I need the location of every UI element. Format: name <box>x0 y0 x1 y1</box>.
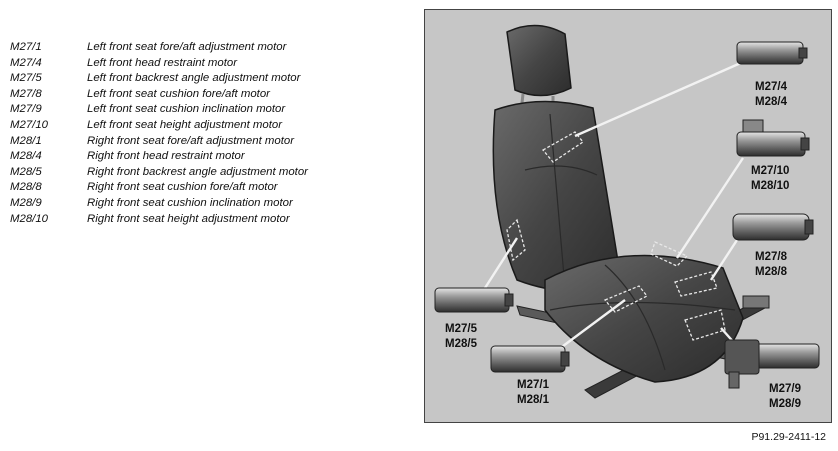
callout-line: M27/10 <box>751 165 790 177</box>
legend-desc: Right front seat cushion inclination mot… <box>87 196 293 209</box>
head-restraint <box>506 24 572 97</box>
legend-desc: Left front seat fore/aft adjustment moto… <box>87 41 287 53</box>
legend-desc: Left front seat cushion inclination moto… <box>87 103 286 116</box>
callout-line: M28/4 <box>755 96 787 108</box>
motor-locations <box>506 131 726 341</box>
legend-row: M28/10 Right front seat height adjustment… <box>10 212 308 228</box>
motor-cushion-fore-aft-icon <box>732 213 814 241</box>
callout-line: M27/8 <box>755 251 787 263</box>
motor-seat-fore-aft-icon <box>490 345 570 373</box>
motor-legend: M27/1 Left front seat fore/aft adjustment… <box>10 40 308 227</box>
legend-desc: Left front head restraint motor <box>87 56 238 69</box>
legend-code: M27/4 <box>10 56 42 69</box>
motor-backrest-angle-icon <box>434 287 514 313</box>
legend-desc: Right front seat cushion fore/aft motor <box>87 181 278 194</box>
legend-desc: Left front seat height adjustment motor <box>87 118 283 131</box>
callout-line: M28/10 <box>751 180 790 192</box>
legend-row: M27/1 Left front seat fore/aft adjustment… <box>10 40 308 56</box>
legend-code: M28/1 <box>10 134 42 147</box>
legend-code: M27/1 <box>10 41 42 53</box>
legend-row: M28/1 Right front seat fore/aft adjustmen… <box>10 134 308 150</box>
legend-code: M27/8 <box>10 87 42 100</box>
callout-line: M27/9 <box>769 383 801 395</box>
legend-row: M28/9 Right front seat cushion inclinatio… <box>10 196 308 212</box>
leader-lines <box>483 60 745 353</box>
callout-seat-height: M27/10 M28/10 <box>751 164 789 194</box>
figure-reference: P91.29-2411-12 <box>751 431 826 443</box>
callout-line: M27/5 <box>445 323 477 335</box>
legend-desc: Right front seat fore/aft adjustment mot… <box>87 134 295 147</box>
legend-code: M27/10 <box>10 118 48 131</box>
callout-seat-fore-aft: M27/1 M28/1 <box>517 378 549 408</box>
callout-line: M28/8 <box>755 266 787 278</box>
legend-row: M27/5 Left front backrest angle adjustmen… <box>10 71 308 87</box>
legend-code: M27/9 <box>10 103 42 116</box>
callout-backrest-angle: M27/5 M28/5 <box>445 322 477 352</box>
seat-motor-illustration: M27/4 M28/4 M27/10 M28/10 M27/8 M28/8 M2… <box>424 9 832 423</box>
legend-code: M27/5 <box>10 72 42 85</box>
legend-desc: Right front backrest angle adjustment mo… <box>87 165 308 178</box>
legend-desc: Right front head restraint motor <box>87 150 245 163</box>
callout-line: M28/1 <box>517 394 549 406</box>
motor-seat-height-icon <box>736 119 810 157</box>
motor-head-restraint-icon <box>736 41 808 65</box>
callout-line: M27/4 <box>755 81 787 93</box>
legend-row: M27/8 Left front seat cushion fore/aft mo… <box>10 87 308 103</box>
legend-code: M28/9 <box>10 196 42 209</box>
callout-line: M28/9 <box>769 398 801 410</box>
legend-desc: Left front seat cushion fore/aft motor <box>87 87 270 100</box>
legend-desc: Left front backrest angle adjustment mot… <box>87 72 301 85</box>
legend-row: M27/4 Left front head restraint motor <box>10 56 308 72</box>
legend-row: M28/8 Right front seat cushion fore/aft m… <box>10 180 308 196</box>
legend-desc: Right front seat height adjustment motor <box>87 212 290 225</box>
legend-code: M28/8 <box>10 181 42 194</box>
seat-drawing <box>434 24 820 399</box>
legend-row: M28/4 Right front head restraint motor <box>10 149 308 165</box>
legend-row: M27/10 Left front seat height adjustment … <box>10 118 308 134</box>
callout-head-restraint: M27/4 M28/4 <box>755 80 787 110</box>
callout-line: M28/5 <box>445 338 477 350</box>
motor-cushion-inclination-icon <box>724 339 820 389</box>
seat-cushion <box>544 254 744 383</box>
callout-line: M27/1 <box>517 379 549 391</box>
legend-row: M27/9 Left front seat cushion inclination… <box>10 102 308 118</box>
legend-code: M28/5 <box>10 165 42 178</box>
callout-cushion-inclination: M27/9 M28/9 <box>769 382 801 412</box>
legend-row: M28/5 Right front backrest angle adjustme… <box>10 165 308 181</box>
callout-cushion-fore-aft: M27/8 M28/8 <box>755 250 787 280</box>
legend-code: M28/10 <box>10 212 48 225</box>
legend-code: M28/4 <box>10 150 42 163</box>
